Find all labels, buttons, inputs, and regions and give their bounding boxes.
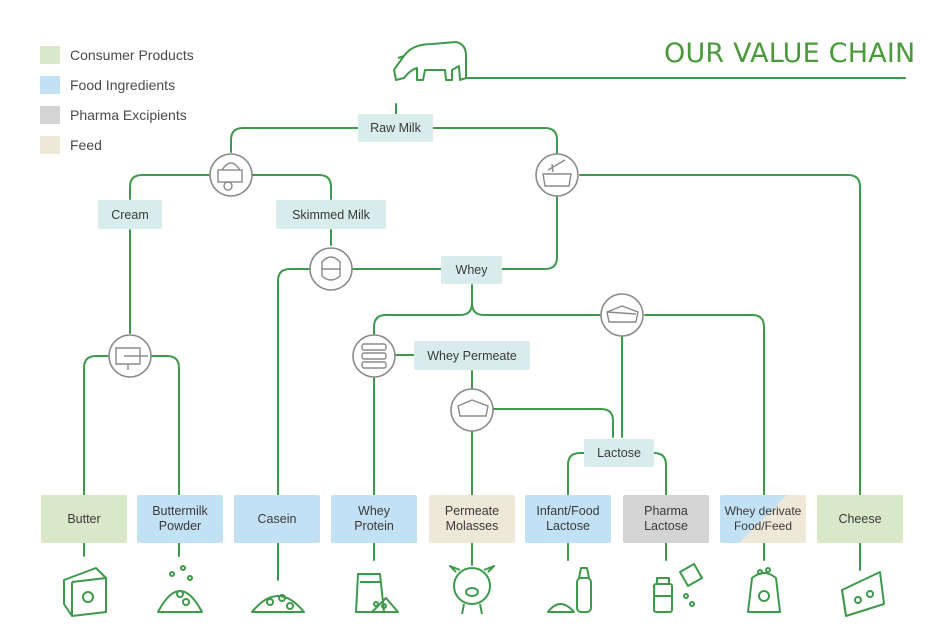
legend-item-feed: Feed	[40, 130, 194, 160]
node-raw-milk: Raw Milk	[358, 114, 433, 142]
feed-sack-icon	[747, 567, 781, 613]
dryer-icon	[600, 293, 644, 337]
protein-bag-icon	[355, 573, 399, 613]
node-skimmed-milk: Skimmed Milk	[276, 200, 386, 229]
powder-pile-icon	[157, 565, 203, 613]
legend-swatch	[40, 76, 60, 94]
legend-label: Consumer Products	[70, 47, 194, 63]
legend-label: Feed	[70, 137, 102, 153]
product-permeate-molasses: Permeate Molasses	[429, 495, 515, 543]
legend: Consumer Products Food Ingredients Pharm…	[40, 40, 194, 160]
crystallizer-icon	[450, 388, 494, 432]
page-title: OUR VALUE CHAIN	[664, 38, 916, 69]
product-pharma-lactose: Pharma Lactose	[623, 495, 709, 543]
pig-icon	[449, 565, 495, 615]
node-cream: Cream	[98, 200, 162, 229]
node-lactose: Lactose	[584, 439, 654, 467]
cheese-vat-icon	[535, 153, 579, 197]
cow-icon	[393, 41, 467, 81]
product-cheese: Cheese	[817, 495, 903, 543]
butter-box-icon	[63, 567, 107, 617]
product-infant-food-lactose: Infant/Food Lactose	[525, 495, 611, 543]
legend-label: Food Ingredients	[70, 77, 176, 93]
product-whey-derivate: Whey derivate Food/Feed	[720, 495, 806, 543]
legend-swatch	[40, 46, 60, 64]
powder-pile-icon	[251, 594, 305, 613]
membrane-filter-icon	[352, 334, 396, 378]
legend-swatch	[40, 136, 60, 154]
separator-icon	[209, 153, 253, 197]
product-whey-protein: Whey Protein	[331, 495, 417, 543]
legend-swatch	[40, 106, 60, 124]
baby-bottle-icon	[547, 567, 592, 613]
legend-label: Pharma Excipients	[70, 107, 187, 123]
product-butter: Butter	[41, 495, 127, 543]
legend-item-food: Food Ingredients	[40, 70, 194, 100]
cheese-wedge-icon	[841, 571, 885, 617]
node-whey-permeate: Whey Permeate	[414, 341, 530, 370]
product-buttermilk-powder: Buttermilk Powder	[137, 495, 223, 543]
node-whey: Whey	[441, 256, 502, 284]
legend-item-pharma: Pharma Excipients	[40, 100, 194, 130]
product-casein: Casein	[234, 495, 320, 543]
medicine-bottle-icon	[653, 563, 703, 613]
legend-item-consumer: Consumer Products	[40, 40, 194, 70]
